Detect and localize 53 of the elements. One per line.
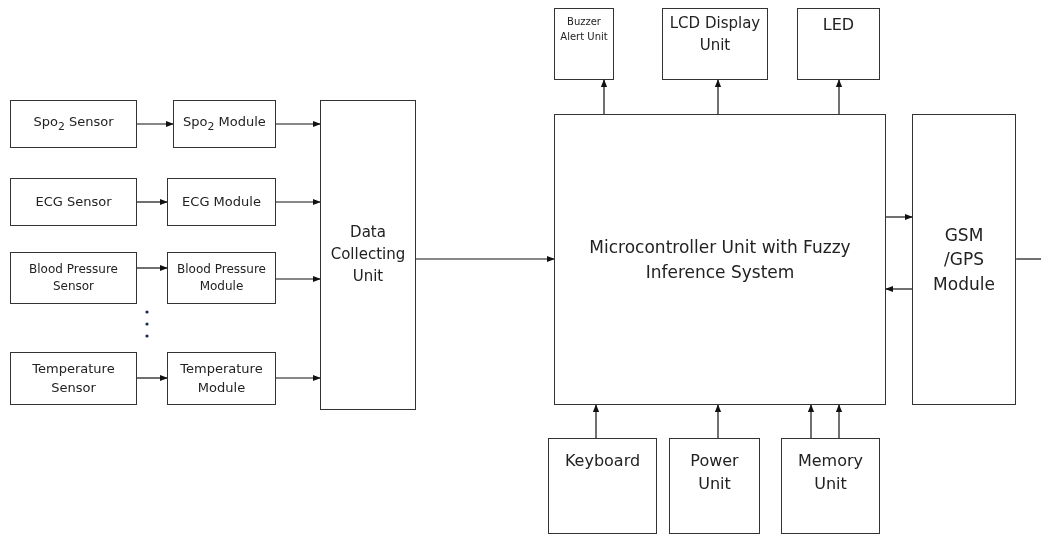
block-box	[10, 252, 137, 304]
block-label: ECG Module	[181, 192, 262, 211]
arrow	[136, 198, 168, 206]
block-label: Power Unit	[689, 450, 740, 496]
arrow	[275, 275, 321, 283]
arrow	[592, 404, 600, 439]
arrow	[600, 79, 608, 115]
block-label: Keyboard	[563, 450, 642, 472]
block-box	[797, 8, 880, 80]
arrow	[275, 120, 321, 128]
arrow	[885, 285, 913, 293]
block-box	[554, 8, 614, 80]
block-label: LED	[821, 14, 856, 36]
block-label: Blood Pressure Sensor	[28, 260, 119, 295]
block-label: Memory Unit	[796, 450, 865, 496]
arrow	[714, 404, 722, 439]
block-label: Temperature Sensor	[31, 359, 116, 397]
block-box	[662, 8, 768, 80]
arrow	[885, 213, 913, 221]
block-label: Spo$_{2}$ Module	[182, 113, 267, 135]
arrow	[835, 404, 843, 439]
arrow	[714, 79, 722, 115]
block-box	[167, 252, 276, 304]
block-label: Buzzer Alert Unit	[559, 15, 609, 44]
block-box	[781, 438, 880, 534]
arrow	[807, 404, 815, 439]
block-label: Data Collecting Unit	[329, 222, 407, 287]
block-label: Microcontroller Unit with Fuzzy Inference System	[588, 235, 852, 284]
arrow	[275, 374, 321, 382]
block-box	[320, 100, 416, 410]
block-box	[10, 178, 137, 226]
block-label: GSM /GPS Module	[932, 223, 996, 296]
block-box	[167, 178, 276, 226]
block-box	[669, 438, 760, 534]
arrow	[136, 120, 174, 128]
block-label: Spo$_{2}$ Sensor	[32, 113, 115, 135]
block-box	[173, 100, 276, 148]
block-box	[167, 352, 276, 405]
block-label: ECG Sensor	[34, 192, 113, 211]
arrow	[136, 264, 168, 272]
block-box	[912, 114, 1016, 405]
block-box	[10, 352, 137, 405]
connector-line	[1015, 258, 1041, 260]
block-label: LCD Display Unit	[668, 13, 762, 56]
block-label: Temperature Module	[179, 359, 264, 397]
arrow	[415, 255, 555, 263]
arrow	[136, 374, 168, 382]
block-box	[548, 438, 657, 534]
arrow	[835, 79, 843, 115]
arrow	[275, 198, 321, 206]
block-box	[554, 114, 886, 405]
block-box	[10, 100, 137, 148]
block-label: Blood Pressure Module	[176, 260, 267, 295]
